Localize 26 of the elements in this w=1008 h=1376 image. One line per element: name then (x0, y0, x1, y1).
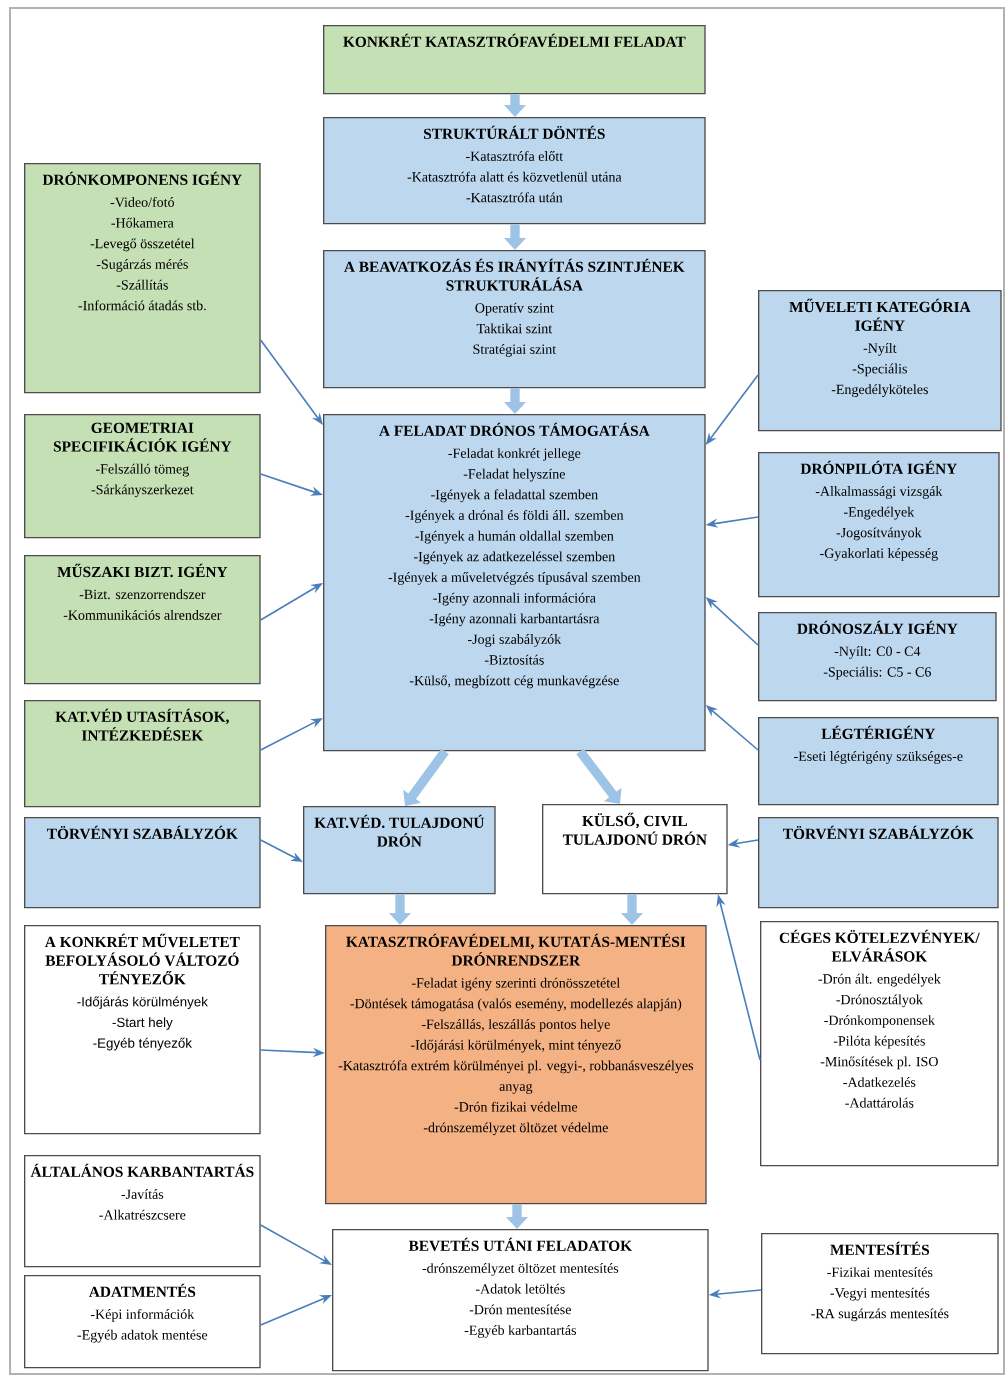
process-box: LÉGTÉRIGÉNY -Eseti légtérigény szükséges-e (758, 717, 999, 806)
process-box: KAT.VÉD. TULAJDONÚ DRÓN (303, 806, 496, 895)
process-box: KÜLSŐ, CIVIL TULAJDONÚ DRÓN (542, 804, 728, 895)
process-box: TÖRVÉNYI SZABÁLYZÓK (758, 817, 999, 909)
process-box: TÖRVÉNYI SZABÁLYZÓK (24, 817, 261, 909)
process-box: KATASZTRÓFAVÉDELMI, KUTATÁS-MENTÉSI DRÓNRENDSZER -Feladat igény szerinti drónösszetétel -Döntések támogatása (valós esemény, modellezés alapján) -Felszállás, leszállás pontos helye -Időjárási körülmények, mint tényező -Katasztrófa extrém körülményei pl. vegyi-, robbanásveszélyes anyag -Drón fizikai védelme -drónszemélyzet öltözet védelme (325, 925, 707, 1205)
process-box: CÉGES KÖTELEZVÉNYEK/ ELVÁRÁSOK -Drón ált. engedélyek -Drónosztályok -Drónkomponensek -Pilóta képesítés -Minősítések pl. ISO -Adatkezelés -Adattárolás (760, 921, 999, 1167)
process-box: DRÓNKOMPONENS IGÉNY -Video/fotó -Hőkamera -Levegő összetétel -Sugárzás mérés -Szállítás -Információ átadás stb. (24, 163, 261, 394)
process-box: KONKRÉT KATASZTRÓFAVÉDELMI FELADAT (323, 25, 706, 95)
process-box: A FELADAT DRÓNOS TÁMOGATÁSA -Feladat konkrét jellege -Feladat helyszíne -Igények a feladattal szemben -Igények a drónal és földi áll. szemben -Igények a humán oldallal szemben -Igények az adatkezeléssel szemben -Igények a műveletvégzés típusával szemben -Igény azonnali információra -Igény azonnali karbantartásra -Jogi szabályzók -Biztosítás -Külső, megbízott cég munkavégzése (323, 414, 706, 752)
arrow (403, 748, 449, 806)
process-box: MŰSZAKI BIZT. IGÉNY -Bizt. szenzorrendszer -Kommunikációs alrendszer (24, 555, 261, 685)
arrow (576, 748, 622, 804)
process-box: A BEAVATKOZÁS ÉS IRÁNYÍTÁS SZINTJÉNEK STRUKTURÁLÁSA Operatív szint Taktikai szint Stratégiai szint (323, 250, 706, 389)
process-box: STRUKTÚRÁLT DÖNTÉS -Katasztrófa előtt -Katasztrófa alatt és közvetlenül utána -Katasztrófa után (323, 117, 706, 225)
process-box: DRÓNPILÓTA IGÉNY -Alkalmassági vizsgák -Engedélyek -Jogosítványok -Gyakorlati képesség (758, 452, 1000, 598)
process-box: A KONKRÉT MŰVELETET BEFOLYÁSOLÓ VÁLTOZÓ TÉNYEZŐK -Időjárás körülmények -Start hely -Egyéb tényezők (24, 925, 261, 1135)
process-box: ADATMENTÉS -Képi információk -Egyéb adatok mentése (24, 1275, 261, 1369)
process-box: KAT.VÉD UTASÍTÁSOK, INTÉZKEDÉSEK (24, 700, 261, 808)
process-box: ÁLTALÁNOS KARBANTARTÁS -Javítás -Alkatrészcsere (24, 1155, 261, 1268)
arrow (259, 339, 323, 425)
process-box: MŰVELETI KATEGÓRIA IGÉNY -Nyílt -Speciális -Engedélyköteles (758, 290, 1002, 432)
process-box: DRÓNOSZÁLY IGÉNY -Nyílt: C0 - C4 -Speciális: C5 - C6 (758, 612, 997, 702)
process-box: MENTESÍTÉS -Fizikai mentesítés -Vegyi mentesítés -RA sugárzás mentesítés (761, 1233, 999, 1355)
process-box: GEOMETRIAI SPECIFIKÁCIÓK IGÉNY -Felszálló tömeg -Sárkányszerkezet (24, 414, 261, 539)
process-box: BEVETÉS UTÁNI FELADATOK -drónszemélyzet öltözet mentesítés -Adatok letöltés -Drón mentesítése -Egyéb karbantartás (332, 1229, 709, 1372)
